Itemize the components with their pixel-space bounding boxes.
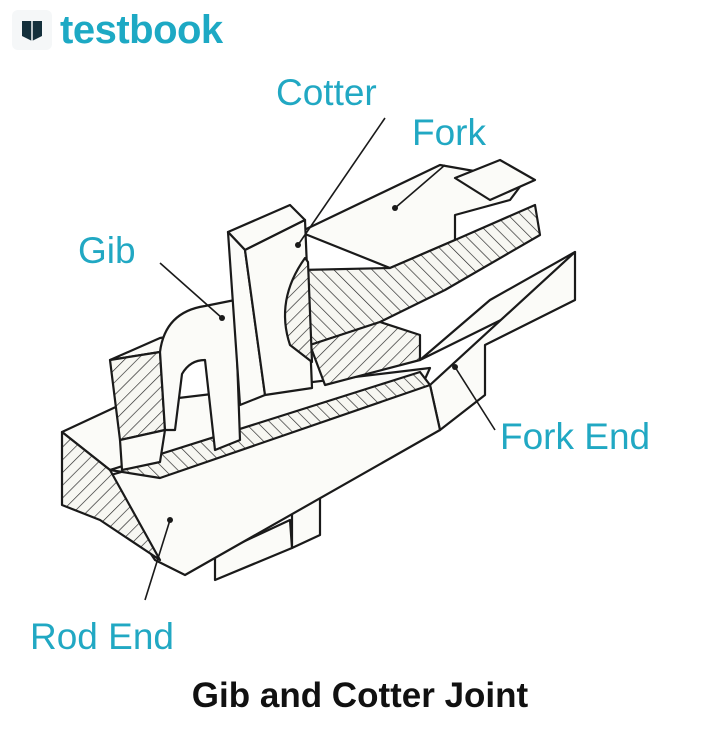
label-fork-end: Fork End	[500, 416, 651, 457]
fork-leader	[394, 164, 446, 209]
rod-end-leader	[144, 519, 171, 601]
fork-right-lug-top	[453, 158, 537, 202]
label-rod-end: Rod End	[30, 616, 174, 657]
label-gib: Gib	[78, 230, 136, 271]
gib-leader	[159, 262, 223, 319]
rod-end-underside	[213, 518, 294, 582]
gib-left-block-section	[108, 350, 167, 442]
gib-point	[219, 315, 225, 321]
brand-name: testbook	[60, 8, 223, 52]
book-logo-icon	[12, 10, 52, 50]
rod-end-inner-section	[108, 370, 432, 480]
fork-point	[392, 205, 398, 211]
cotter-point	[295, 242, 301, 248]
diagram-caption: Gib and Cotter Joint	[191, 676, 529, 715]
fork-lower-section	[308, 320, 422, 387]
label-cotter: Cotter	[276, 72, 377, 113]
fork-end-leader	[454, 366, 496, 431]
rod-end-point	[167, 517, 173, 523]
fork-end-point	[452, 364, 458, 370]
gib-shape	[158, 298, 242, 452]
cotter-leader	[297, 117, 386, 246]
brand-logo: testbook	[12, 8, 223, 52]
label-fork: Fork	[412, 112, 486, 153]
gib-left-block-front	[118, 428, 167, 472]
rod-end-section	[60, 430, 162, 562]
fork-slot-curve	[283, 256, 314, 364]
